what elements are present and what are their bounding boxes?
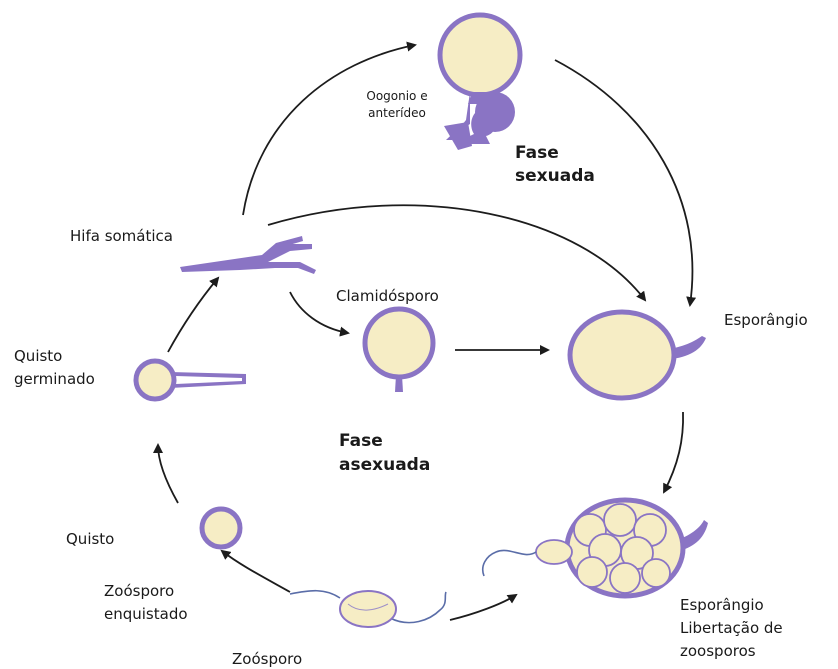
escaping-zoospore: [535, 539, 573, 565]
anterideo-label: anterídeo: [368, 106, 426, 120]
fase-asexuada-line1: Fase: [339, 431, 383, 451]
arrow-esporangio-to-libertacao: [663, 411, 684, 494]
arrow-quisto-to-germinado: [153, 443, 179, 504]
arrow-hifa-to-esporangio: [267, 204, 647, 302]
esporangio-illustration: [567, 309, 706, 401]
clamidosporo-label: Clamidósporo: [336, 287, 439, 305]
oogonio-anterideo-illustration: [437, 12, 523, 150]
oogonio-label: Oogonio e: [366, 89, 427, 103]
esporangio-libertacao-illustration: [481, 497, 708, 599]
clamidosporo-illustration: [362, 306, 436, 392]
arrow-zoosporo-to-enquistado: [220, 549, 291, 593]
fase-sexuada-line1: Fase: [515, 143, 559, 163]
zoospore-cluster: [573, 503, 671, 594]
zoosporo-body: [339, 590, 397, 628]
hifa-somatica-illustration: [180, 236, 316, 274]
zoosporo-illustration: [289, 589, 447, 628]
esporangio-libertacao-line2: Libertação de: [680, 619, 783, 637]
esporangio-libertacao-line1: Esporângio: [680, 596, 764, 614]
arrow-libertacao-to-zoosporo: [449, 593, 518, 621]
hifa-label: Hifa somática: [70, 227, 173, 245]
fase-asexuada-line2: asexuada: [339, 455, 430, 475]
quisto-germinado-line1: Quisto: [14, 347, 62, 365]
quisto-label: Quisto: [66, 530, 114, 548]
cycle-arrows: [153, 41, 697, 621]
arrow-hifa-to-clamidosporo: [289, 291, 350, 337]
zoosporo-enquistado-line2: enquistado: [104, 605, 188, 623]
esporangio-libertacao-line3: zoosporos: [680, 642, 756, 660]
arrow-oogonio-to-esporangio: [554, 59, 697, 307]
quisto-illustration: [199, 506, 243, 550]
zoosporo-label: Zoósporo: [232, 650, 302, 668]
quisto-germinado-illustration: [133, 358, 246, 402]
zoosporo-enquistado-line1: Zoósporo: [104, 582, 174, 600]
esporangio-label: Esporângio: [724, 311, 808, 329]
fase-sexuada-line2: sexuada: [515, 166, 595, 186]
arrow-germinado-to-hifa: [167, 276, 220, 353]
arrow-hifa-to-oogonio: [242, 41, 417, 216]
quisto-germinado-line2: germinado: [14, 370, 95, 388]
